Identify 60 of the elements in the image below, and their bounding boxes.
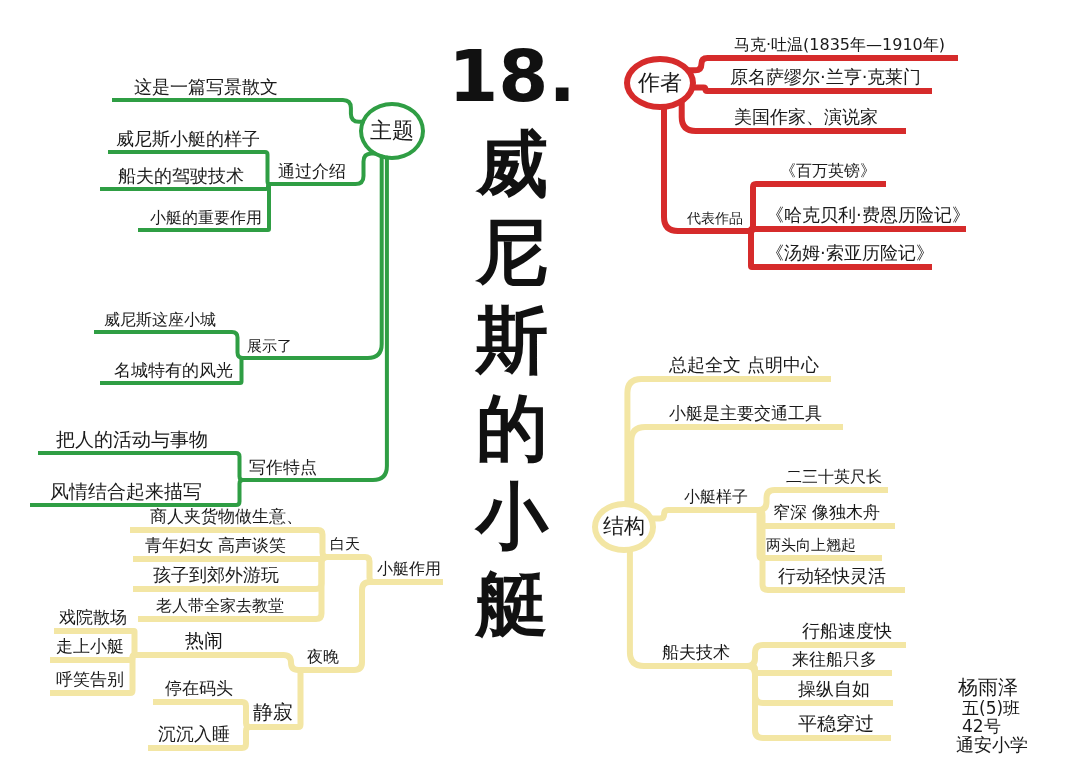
title: 18.威尼斯的小艇 [447,33,577,648]
branch-label: 写作特点 [243,455,325,482]
branch-label: 夜晚 [303,646,348,673]
branch-label: 老人带全家去教堂 [138,595,316,622]
branch-label: 总起全文 点明中心 [645,352,831,382]
branch-label: 《哈克贝利·费恩历险记》 [752,202,966,232]
branch-line [263,150,272,186]
branch-label: 展示了 [243,336,300,360]
topic-circle: 主题 [359,102,425,160]
branch-label: 原名萨缪尔·兰亨·克莱门 [718,64,932,94]
signature-text: 通安小学 [956,735,1028,755]
branch-label: 代表作品 [684,209,750,234]
branch-label: 停在码头 [153,676,242,705]
branch-label: 青年妇女 高声谈笑 [133,533,318,562]
branch-label: 小艇作用 [374,558,443,585]
branch-label: 船夫技术 [659,640,743,669]
branch-line [740,663,791,741]
branch-label: 二三十英尺长 [776,466,888,493]
branch-label: 船夫的驾驶技术 [100,163,266,191]
branch-line [127,652,138,696]
branch-label: 威尼斯小艇的样子 [108,126,265,154]
branch-label: 呼笑告别 [50,667,130,696]
branch-label: 美国作家、演说家 [714,104,906,134]
branch-line [234,451,245,482]
branch-label: 名城特有的风光 [100,358,240,385]
branch-line [238,356,245,385]
branch-label: 行船速度快 [790,618,906,648]
branch-label: 来往船只多 [782,647,892,676]
topic-circle: 作者 [624,56,696,110]
branch-label: 这是一篇写景散文 [112,74,295,102]
branch-label: 《百万英镑》 [756,160,886,187]
branch-label: 窄深 像独木舟 [765,500,895,529]
branch-label: 白天 [327,534,365,560]
branch-label: 把人的活动与事物 [38,426,236,455]
signature-text: 五(5)班 [962,699,1021,718]
branch-label: 小艇是主要交通工具 [655,401,843,430]
branch-label: 马克·吐温(1835年—1910年) [718,34,958,61]
branch-label: 风情结合起来描写 [30,478,236,507]
branch-label: 商人夹货物做生意、 [130,504,318,533]
branch-label: 平稳穿过 [788,710,891,741]
branch-line [295,667,306,730]
branch-line [345,579,377,673]
branch-label: 两头向上翘起 [762,535,882,561]
branch-label: 静寂 [250,698,298,730]
branch-label: 小艇的重要作用 [138,207,268,232]
branch-label: 操纵自如 [788,676,893,706]
signature-text: 42号 [962,717,1001,736]
branch-label: 戏院散场 [54,605,134,634]
branch-line [239,724,253,751]
branch-label: 走上小艇 [50,634,130,663]
branch-label: 小艇样子 [681,486,757,513]
topic-circle: 结构 [592,501,656,553]
branch-label: 威尼斯这座小城 [94,309,232,334]
branch-label: 通过介绍 [270,159,352,186]
branch-label: 热闹 [135,627,240,658]
branch-label: 《汤姆·索亚历险记》 [752,240,932,270]
branch-label: 行动轻快灵活 [768,563,905,593]
branch-label: 沉沉入睡 [148,721,242,751]
signature-text: 杨雨泽 [958,676,1018,698]
branch-label: 孩子到郊外游玩 [133,562,316,592]
